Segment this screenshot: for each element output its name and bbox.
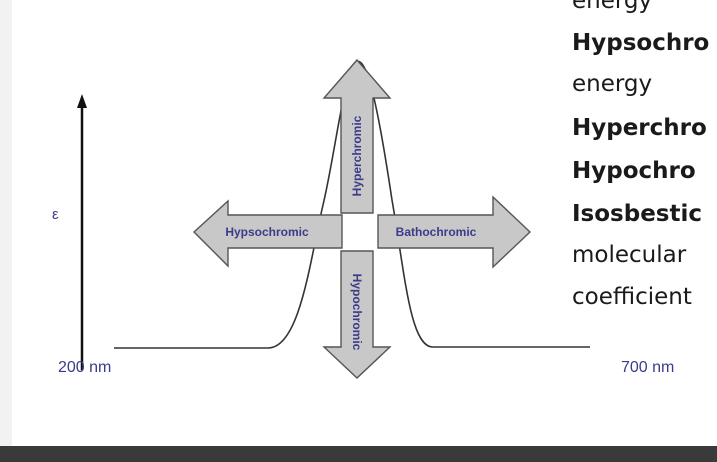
side-text-line: Hypochro [572, 158, 696, 184]
y-axis [77, 94, 87, 370]
bathochromic-arrow [377, 195, 532, 269]
side-text-line: Hypsochro [572, 30, 710, 56]
side-text-line: Isosbestic [572, 201, 703, 227]
side-text-line: energy [572, 71, 653, 97]
x-axis-start-label: 200 nm [58, 359, 112, 376]
absorption-shift-diagram: Hyperchromic Hypochromic Hypsochromic Ba… [77, 58, 590, 379]
hyperchromic-arrow [322, 58, 392, 214]
bathochromic-label: Bathochromic [396, 225, 477, 239]
bottom-border [0, 446, 717, 462]
side-text-line: energy [572, 0, 653, 14]
side-text-line: Hyperchro [572, 115, 707, 141]
hypsochromic-arrow [192, 199, 343, 268]
side-text-column: energy Hypsochro energy Hyperchro Hypoch… [572, 0, 710, 310]
side-text-line: coefficient [572, 284, 692, 310]
hypsochromic-label: Hypsochromic [225, 225, 309, 239]
side-text-line: molecular [572, 242, 687, 268]
y-axis-label: ε [52, 206, 59, 223]
hypochromic-label: Hypochromic [350, 274, 364, 351]
x-axis-end-label: 700 nm [621, 359, 675, 376]
hypochromic-arrow [322, 250, 392, 379]
hyperchromic-label: Hyperchromic [350, 115, 364, 196]
